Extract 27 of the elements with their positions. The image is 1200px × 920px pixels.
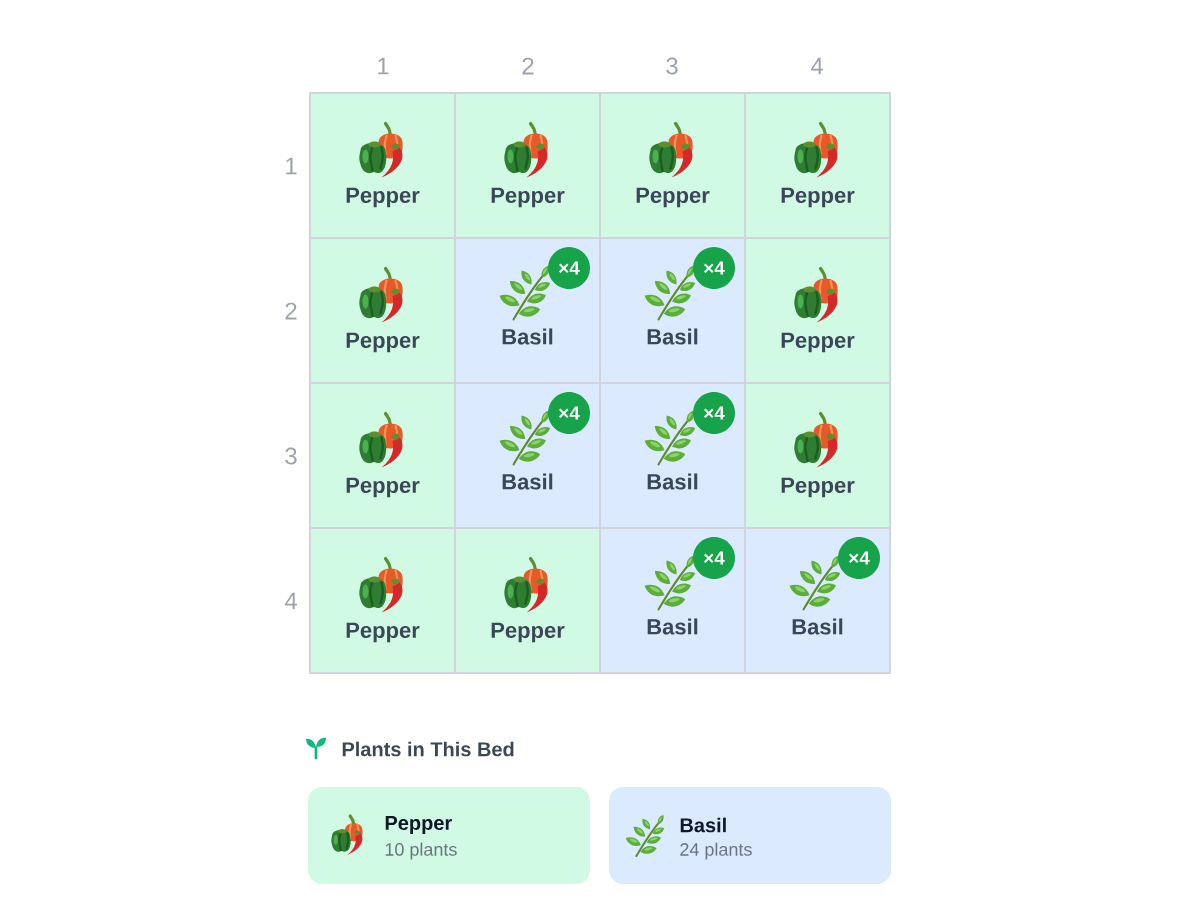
row-number: 4 xyxy=(284,592,297,610)
count-badge: ×4 xyxy=(693,537,735,579)
section-heading: Plants in This Bed xyxy=(342,741,514,757)
plant-card: Pepper 10 plants xyxy=(308,787,590,884)
plant-card: Basil 24 plants xyxy=(609,787,891,884)
grid-cell: Pepper xyxy=(309,237,456,384)
grid-cell: Pepper xyxy=(309,382,456,529)
count-badge: ×4 xyxy=(693,392,735,434)
grid-cell: Pepper xyxy=(309,92,456,239)
count-badge: ×4 xyxy=(838,537,880,579)
grid-cell: Pepper xyxy=(454,527,601,674)
grid-cell: Pepper xyxy=(744,382,891,529)
row-number: 2 xyxy=(285,302,297,320)
count-badge: ×4 xyxy=(548,392,590,434)
row-number: 3 xyxy=(285,447,297,465)
grid-cell: Pepper xyxy=(744,92,891,239)
grid-cell: Pepper xyxy=(599,92,746,239)
column-number: 1 xyxy=(378,57,389,75)
column-number: 3 xyxy=(666,57,678,75)
row-number: 1 xyxy=(286,157,297,175)
column-number: 4 xyxy=(810,57,823,75)
grid-cell: Pepper xyxy=(744,237,891,384)
column-number: 2 xyxy=(522,57,534,75)
count-badge: ×4 xyxy=(693,247,735,289)
grid-cell: Pepper xyxy=(309,527,456,674)
grid-cell: Pepper xyxy=(454,92,601,239)
count-badge: ×4 xyxy=(548,247,590,289)
